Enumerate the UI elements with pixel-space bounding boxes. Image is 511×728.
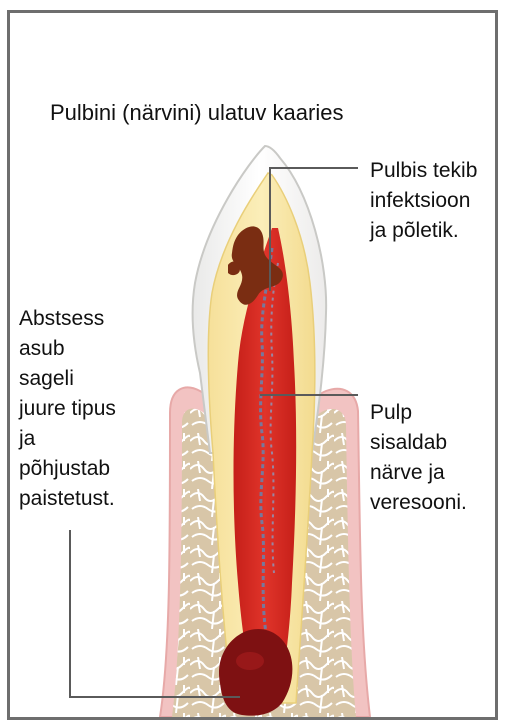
label-abscess-line: Abstsess — [19, 304, 116, 334]
label-pulp-line: närve ja — [370, 458, 467, 488]
label-pulp-line: veresooni. — [370, 488, 467, 518]
label-infection-line: Pulbis tekib — [370, 156, 477, 186]
label-abscess-line: sageli — [19, 364, 116, 394]
label-pulp-line: Pulp — [370, 398, 467, 428]
label-abscess-line: ja — [19, 424, 116, 454]
label-abscess-line: juure tipus — [19, 394, 116, 424]
label-infection-line: ja põletik. — [370, 216, 477, 246]
caries-small — [228, 262, 240, 276]
label-infection: Pulbis tekib infektsioon ja põletik. — [370, 156, 477, 246]
abscess-highlight — [236, 652, 264, 670]
diagram-frame: Pulbini (närvini) ulatuv kaaries Pulbis … — [7, 10, 498, 720]
label-abscess: Abstsess asub sageli juure tipus ja põhj… — [19, 304, 116, 514]
label-abscess-line: paistetust. — [19, 484, 116, 514]
label-infection-line: infektsioon — [370, 186, 477, 216]
label-abscess-line: asub — [19, 334, 116, 364]
label-pulp: Pulp sisaldab närve ja veresooni. — [370, 398, 467, 518]
label-abscess-line: põhjustab — [19, 454, 116, 484]
diagram-title: Pulbini (närvini) ulatuv kaaries — [50, 98, 343, 128]
label-pulp-line: sisaldab — [370, 428, 467, 458]
